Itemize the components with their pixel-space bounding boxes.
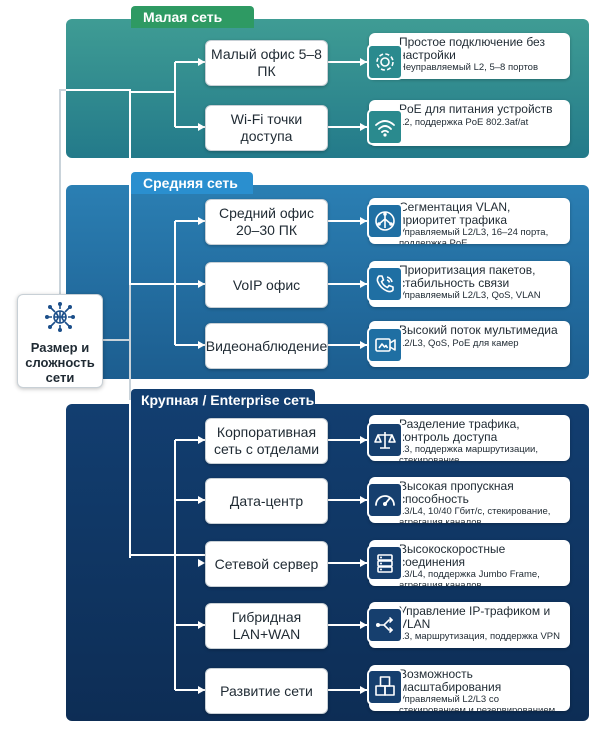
desc-subtitle: Управляемый L2/L3 со стекированием и рез… <box>399 694 556 711</box>
root-label: Размер и сложность сети <box>25 340 95 385</box>
node-data-center: Дата-центр <box>205 478 328 524</box>
tab-medium-network: Средняя сеть <box>131 172 253 194</box>
desc-subtitle: L3/L4, 10/40 Гбит/с, стекирование, агрег… <box>399 506 551 523</box>
desc-title: Управление IP-трафиком и VLAN <box>399 604 551 631</box>
desc-title: Разделение трафика, контроль доступа <box>399 417 520 444</box>
scales-chip-icon <box>367 422 403 458</box>
desc-subtitle: Управляемый L2/L3, 16–24 порта, поддержк… <box>399 227 549 244</box>
desc-subtitle: L3, поддержка маршрутизации, стекировани… <box>399 444 538 461</box>
desc-subtitle: L2, поддержка PoE 802.3af/at <box>399 116 529 128</box>
desc-title: Сегментация VLAN, приоритет трафика <box>399 200 511 227</box>
root-node: Размер и сложность сети <box>17 294 103 388</box>
network-chip-icon <box>367 203 403 239</box>
desc-title: Приоритизация пакетов, стабильность связ… <box>399 263 536 290</box>
gauge-chip-icon <box>367 482 403 518</box>
desc-subtitle: L3/L4, поддержка Jumbo Frame, агрегация … <box>399 569 540 586</box>
desc-title: Высокоскоростные соединения <box>399 542 506 569</box>
node-medium-office: Средний офис 20–30 ПК <box>205 199 328 245</box>
cubes-chip-icon <box>367 669 403 705</box>
desc-subtitle: Управляемый L2/L3, QoS, VLAN <box>399 290 541 301</box>
node-small-office: Малый офис 5–8 ПК <box>205 40 328 86</box>
tab-enterprise-network: Крупная / Enterprise сеть <box>131 389 315 411</box>
routing-chip-icon <box>367 607 403 643</box>
desc-voip-office: Приоритизация пакетов, стабильность связ… <box>369 261 570 307</box>
node-voip-office: VoIP офис <box>205 262 328 308</box>
desc-subtitle: Неуправляемый L2, 5–8 портов <box>399 62 539 73</box>
gear-chip-icon <box>367 44 403 80</box>
node-network-server: Сетевой сервер <box>205 541 328 587</box>
wifi-chip-icon <box>367 109 403 145</box>
camera-chip-icon <box>367 327 403 363</box>
desc-title: Возможность масштабирования <box>399 667 502 694</box>
desc-title: PoE для питания устройств <box>399 102 553 116</box>
desc-title: Высокий поток мультимедиа <box>399 323 558 337</box>
desc-title: Высокая пропускная способность <box>399 479 514 506</box>
server-chip-icon <box>367 545 403 581</box>
node-wifi-access-points: Wi-Fi точки доступа <box>205 105 328 151</box>
tab-small-network: Малая сеть <box>131 6 254 28</box>
desc-title: Простое подключение без настройки <box>399 35 545 62</box>
desc-wifi-access-points: PoE для питания устройств L2, поддержка … <box>369 100 570 146</box>
node-corporate-network: Корпоративная сеть с отделами <box>205 418 328 464</box>
phone-chip-icon <box>367 266 403 302</box>
desc-subtitle: L3, маршрутизация, поддержка VPN <box>399 631 561 642</box>
network-globe-icon <box>45 302 75 332</box>
node-network-growth: Развитие сети <box>205 668 328 714</box>
node-hybrid-lan-wan: Гибридная LAN+WAN <box>205 603 328 649</box>
node-video-surveillance: Видеонаблюдение <box>205 323 328 369</box>
desc-corporate-network: Разделение трафика, контроль доступа L3,… <box>369 415 570 461</box>
desc-subtitle: L2/L3, QoS, PoE для камер <box>399 337 519 349</box>
